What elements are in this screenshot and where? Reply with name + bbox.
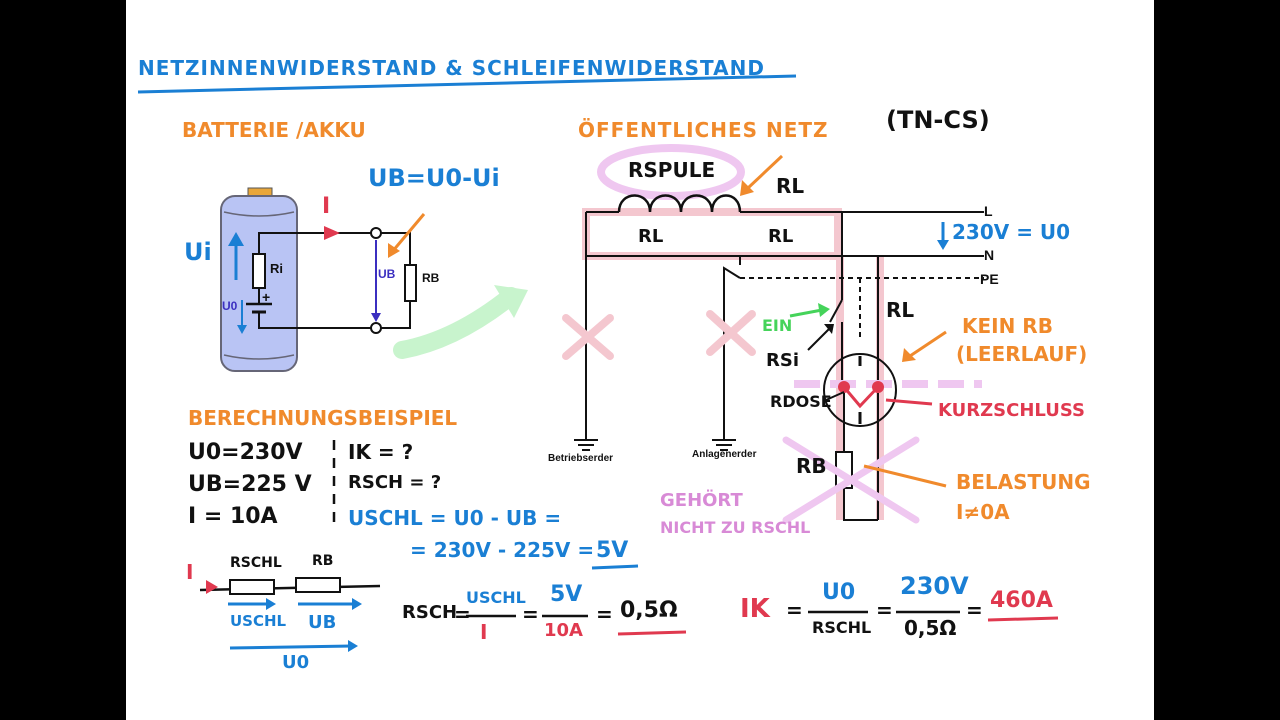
n-label: N <box>984 247 995 263</box>
rsch-calc-equals: = <box>454 602 471 626</box>
example-u0: U0=230V <box>188 440 303 465</box>
rsch-calc-num2: 5V <box>550 582 583 607</box>
betriebserder-label: Betriebserder <box>548 453 614 464</box>
page-title: NETZINNENWIDERSTAND & SCHLEIFENWIDERSTAN… <box>138 56 765 80</box>
belastung-line2: I≠0A <box>956 500 1010 524</box>
rspule-label: RSPULE <box>628 158 716 182</box>
rsi-label: RSi <box>766 350 799 371</box>
ik-calc-num1: U0 <box>822 580 856 605</box>
example-ik: IK = ? <box>348 440 414 464</box>
current-label: I <box>322 194 331 219</box>
series-uschl-label: USCHL <box>230 612 287 630</box>
series-rschl-label: RSCHL <box>230 555 282 571</box>
short-circuit <box>842 385 880 409</box>
loop-highlight-top <box>582 208 842 260</box>
gehoert-line2: NICHT ZU RSCHL <box>660 518 811 537</box>
socket <box>823 353 897 427</box>
rb-label: RB <box>422 271 440 285</box>
ik-calc-num2: 230V <box>900 572 969 600</box>
ik-calc-equals-2: = <box>876 598 893 622</box>
coil <box>617 194 742 213</box>
battery-heading: BATTERIE /AKKU <box>182 118 366 142</box>
rb-resistor <box>404 264 417 302</box>
rdose-label: RDOSE <box>770 392 832 411</box>
anlagenerder-label: Anlagenerder <box>692 449 757 460</box>
title-underline <box>137 74 797 94</box>
kein-rb-line2: (LEERLAUF) <box>956 342 1088 366</box>
series-i-label: I <box>186 560 194 584</box>
x-mark-mid <box>706 310 756 356</box>
x-mark-left <box>562 314 614 360</box>
example-rsch: RSCH = ? <box>348 472 442 493</box>
u0-battery-label: U0 <box>222 299 238 313</box>
rl-right-label: RL <box>886 298 915 322</box>
series-u0-label: U0 <box>282 652 310 673</box>
rb-load-label: RB <box>796 454 827 478</box>
belastung-line1: BELASTUNG <box>956 470 1091 494</box>
example-i: I = 10A <box>188 504 278 529</box>
rsch-calc-result: 0,5Ω <box>620 598 678 623</box>
ik-calc-result: 460A <box>990 588 1053 613</box>
rsch-calc-num1: USCHL <box>466 588 526 607</box>
voltage-label: 230V = U0 <box>952 220 1071 244</box>
ik-calc-equals-3: = <box>966 598 983 622</box>
ui-label: Ui <box>184 238 212 266</box>
grid-heading: ÖFFENTLICHES NETZ <box>578 118 829 142</box>
rsch-calc-equals-2: = <box>522 602 539 626</box>
rl-left-label: RL <box>638 226 664 247</box>
example-uschl-result: 5V <box>596 538 629 563</box>
rsch-calc-den1: I <box>480 620 488 644</box>
rsch-calc-den2: 10A <box>544 620 583 641</box>
current-arrow <box>324 226 340 240</box>
kurzschluss-label: KURZSCHLUSS <box>938 400 1085 421</box>
plus-label: + <box>262 289 271 305</box>
ub-label: UB <box>378 267 396 281</box>
series-ub-label: UB <box>308 612 337 633</box>
diagram-drawing <box>137 74 1059 652</box>
pe-label: PE <box>980 271 999 287</box>
example-heading: BERECHNUNGSBEISPIEL <box>188 406 458 430</box>
ik-calc-lhs: IK <box>740 594 770 624</box>
whiteboard: NETZINNENWIDERSTAND & SCHLEIFENWIDERSTAN… <box>126 0 1154 720</box>
battery-formula: UB=U0-Ui <box>368 164 500 192</box>
ik-calc-den1: RSCHL <box>812 618 872 637</box>
anlagenerder-symbol <box>712 439 736 451</box>
rsch-calc-lhs: RSCH <box>402 602 458 623</box>
l-label: L <box>984 203 993 219</box>
kein-rb-line1: KEIN RB <box>962 314 1053 338</box>
ik-calc-equals: = <box>786 598 803 622</box>
rl-top-label: RL <box>776 174 805 198</box>
ri-label: Ri <box>270 261 283 276</box>
series-rschl-resistor <box>229 579 275 595</box>
betriebserder-symbol <box>574 439 598 451</box>
ri-resistor <box>252 253 266 289</box>
series-rb-label: RB <box>312 553 334 569</box>
series-rb-resistor <box>295 577 341 593</box>
gehoert-line1: GEHÖRT <box>660 490 743 511</box>
example-uschl-line2: = 230V - 225V = <box>410 538 595 562</box>
example-uschl-line1: USCHL = U0 - UB = <box>348 506 562 530</box>
rl-mid-label: RL <box>768 226 794 247</box>
transition-arrow <box>393 287 520 359</box>
ein-label: EIN <box>762 316 793 335</box>
rsch-calc-equals-3: = <box>596 602 613 626</box>
example-ub: UB=225 V <box>188 472 312 497</box>
x-mark-load <box>782 436 920 524</box>
grid-type: (TN-CS) <box>886 106 990 134</box>
ik-calc-den2: 0,5Ω <box>904 616 957 640</box>
